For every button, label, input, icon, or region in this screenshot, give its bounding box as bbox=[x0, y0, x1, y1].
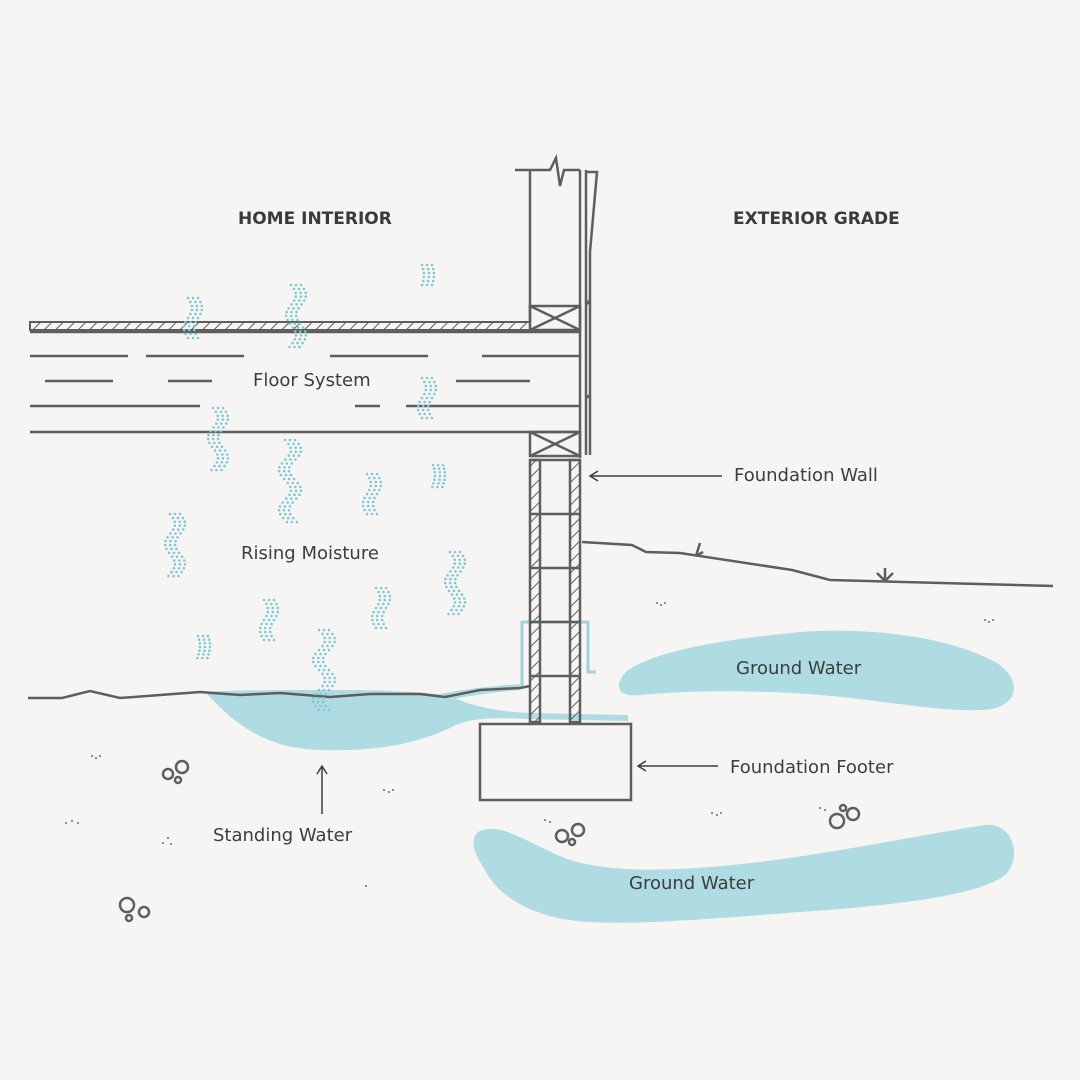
label-standing-water: Standing Water bbox=[213, 825, 353, 846]
label-foundation-wall: Foundation Wall bbox=[734, 465, 878, 486]
heading-home-interior: HOME INTERIOR bbox=[238, 209, 392, 229]
moisture-wisp bbox=[361, 472, 383, 516]
moisture-wisp bbox=[277, 438, 303, 524]
moisture-wisp bbox=[196, 634, 212, 660]
label-rising-moisture: Rising Moisture bbox=[241, 543, 379, 564]
moisture-wisp bbox=[370, 586, 392, 630]
moisture-wisp bbox=[431, 463, 447, 489]
label-ground-water-upper: Ground Water bbox=[736, 658, 862, 679]
pointer-arrows bbox=[316, 470, 722, 814]
moisture-wisp bbox=[443, 550, 467, 616]
rising-moisture-wisps bbox=[163, 263, 467, 712]
drain-pipe bbox=[520, 620, 596, 688]
moisture-wisp bbox=[420, 263, 436, 287]
house-wall bbox=[515, 153, 599, 458]
moisture-wisp bbox=[416, 376, 438, 420]
label-ground-water-lower: Ground Water bbox=[629, 873, 755, 894]
moisture-wisp bbox=[182, 296, 204, 340]
water-seepage bbox=[440, 684, 520, 700]
floor-system bbox=[29, 321, 580, 434]
moisture-wisp bbox=[163, 512, 187, 578]
label-floor-system: Floor System bbox=[253, 370, 371, 391]
heading-exterior-grade: EXTERIOR GRADE bbox=[733, 209, 900, 229]
exterior-grade-line bbox=[581, 540, 1054, 588]
moisture-wisp bbox=[284, 283, 308, 349]
interior-ground-line bbox=[28, 684, 531, 700]
soil-speckles bbox=[65, 602, 994, 887]
moisture-wisp bbox=[258, 598, 280, 642]
ground-water-lower bbox=[473, 824, 1015, 923]
foundation-wall bbox=[528, 458, 582, 724]
rocks bbox=[118, 759, 861, 923]
moisture-wisp bbox=[206, 406, 230, 472]
ground-water-upper bbox=[618, 630, 1014, 711]
standing-water bbox=[205, 690, 628, 751]
foundation-footer bbox=[478, 722, 633, 802]
label-foundation-footer: Foundation Footer bbox=[730, 757, 894, 778]
moisture-wisp bbox=[312, 628, 337, 712]
